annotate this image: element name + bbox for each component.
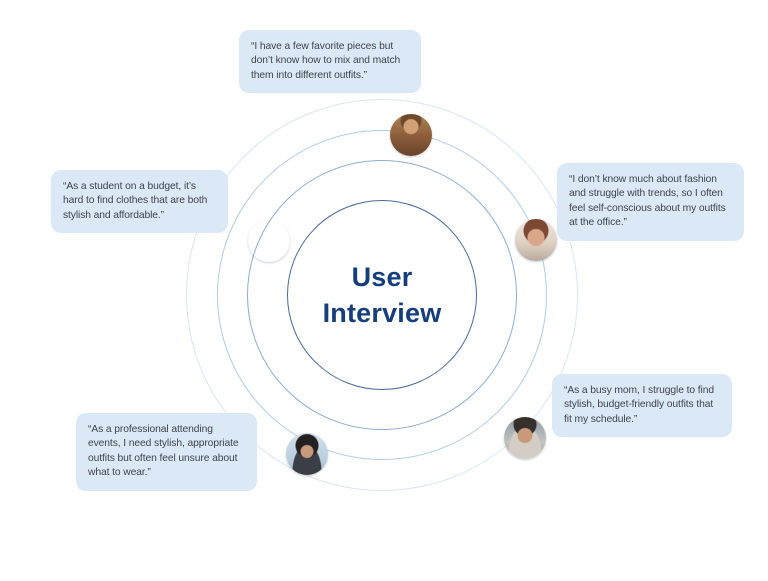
avatar-photo-left: [248, 220, 290, 262]
quote-text-right-bottom: “As a busy mom, I struggle to find styli…: [564, 385, 714, 425]
avatar-photo-top: [390, 114, 432, 156]
orbit-ring-inner: [287, 200, 477, 390]
diagram-title-line2: Interview: [322, 298, 442, 328]
quote-bubble-left: “As a student on a budget, it’s hard to …: [51, 170, 228, 234]
orbit-ring-outer: [217, 130, 547, 460]
quote-text-right-top: “I don’t know much about fashion and str…: [569, 174, 726, 229]
quote-text-top: “I have a few favorite pieces but don’t …: [251, 41, 401, 81]
orbit-ring-middle: [247, 160, 517, 430]
avatar-photo-right: [515, 219, 557, 261]
diagram-title-line1: User: [351, 261, 413, 292]
quote-text-bottom-left: “As a professional attending events, I n…: [88, 424, 239, 479]
orbit-ring-outermost: [186, 99, 578, 491]
diagram-title: User Interview: [287, 200, 477, 390]
quote-bubble-right-bottom: “As a busy mom, I struggle to find styli…: [552, 374, 732, 438]
quote-bubble-right-top: “I don’t know much about fashion and str…: [557, 163, 744, 241]
quote-bubble-bottom-left: “As a professional attending events, I n…: [76, 413, 257, 491]
avatar-photo-bottom-right: [504, 417, 546, 459]
quote-bubble-top: “I have a few favorite pieces but don’t …: [239, 30, 421, 94]
avatar-photo-bottom-left: [286, 433, 328, 475]
quote-text-left: “As a student on a budget, it’s hard to …: [63, 181, 208, 221]
